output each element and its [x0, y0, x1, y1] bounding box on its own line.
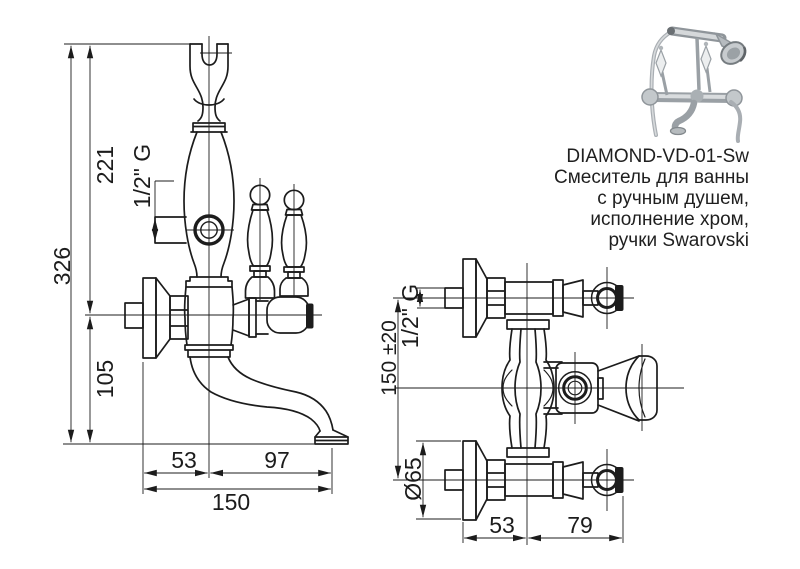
hose-nipple-cap [306, 303, 314, 329]
dim-right-offset-label: 79 [567, 512, 593, 538]
top-view-dimensions: 150 ±20 1/2" G Ø65 53 79 [378, 284, 622, 542]
spout [671, 99, 698, 134]
top-view-body-and-spout [501, 319, 658, 458]
dim-left-offset-label: 53 [489, 512, 515, 538]
front-view-handle-right [279, 189, 309, 297]
product-description-line: с ручным душем, [597, 188, 749, 209]
dim-centers-distance-label: 150 ±20 [378, 320, 401, 396]
product-description-line: исполнение хром, [590, 209, 749, 230]
top-view-centerlines [393, 263, 684, 545]
product-annotation: DIAMOND-VD-01-Sw Смеситель для ванны с р… [554, 146, 749, 251]
product-description-line: Смеситель для ванны [554, 167, 749, 188]
crystal-handle-right [700, 41, 712, 93]
top-view-connection-lower [444, 440, 624, 521]
dim-upper-height-label: 221 [92, 146, 118, 184]
dim-flange-diameter-label: Ø65 [400, 457, 426, 500]
shower-head [714, 32, 747, 65]
dim-spout-left-label: 53 [171, 447, 197, 473]
dim-total-width-label: 150 [212, 489, 250, 515]
dim-spout-right-label: 97 [264, 447, 290, 473]
product-photo [641, 26, 747, 143]
front-view-faucet-outline [124, 43, 349, 445]
product-code: DIAMOND-VD-01-Sw [566, 146, 749, 167]
top-view-connection-upper [444, 258, 624, 338]
front-view-drawing: 326 221 105 1/2" G 53 97 150 [49, 36, 349, 515]
front-view-handle-left [244, 184, 276, 299]
product-description-line: ручки Swarovski [608, 230, 749, 251]
crystal-handle-left [655, 45, 669, 96]
dim-total-height-label: 326 [49, 247, 75, 285]
dim-thread-top-label: 1/2" G [397, 284, 423, 348]
top-view-drawing: 150 ±20 1/2" G Ø65 53 79 [378, 258, 684, 545]
dim-thread-front-label: 1/2" G [129, 144, 155, 208]
front-view-dimensions: 326 221 105 1/2" G 53 97 150 [49, 45, 331, 515]
dim-lower-height-label: 105 [92, 360, 118, 398]
